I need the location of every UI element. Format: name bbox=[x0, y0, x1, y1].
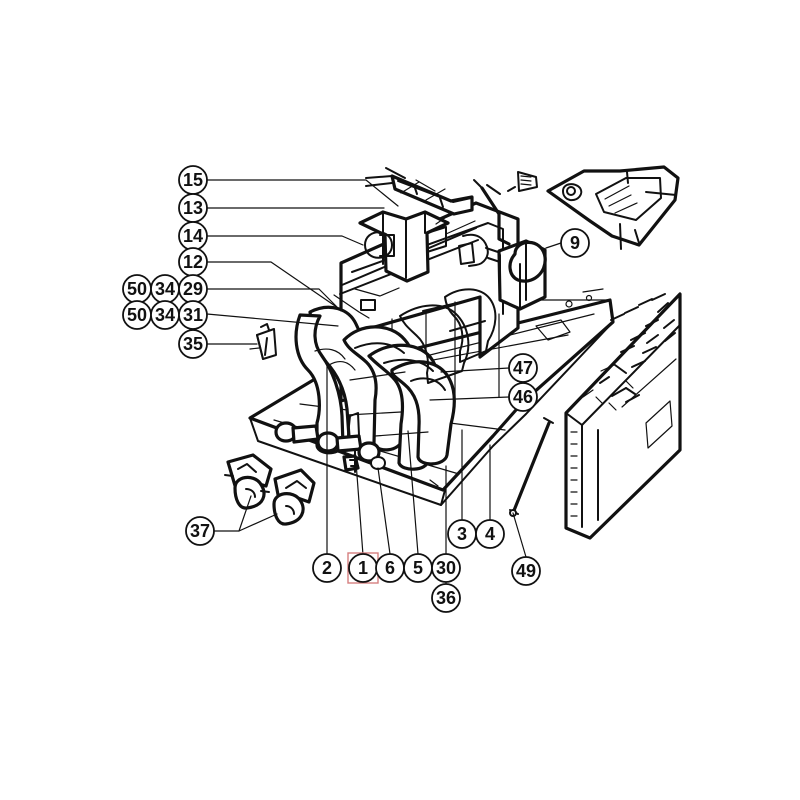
callout-12[interactable]: 12 bbox=[178, 247, 208, 277]
callout-29[interactable]: 29 bbox=[178, 274, 208, 304]
callout-13[interactable]: 13 bbox=[178, 193, 208, 223]
callout-label-12: 12 bbox=[183, 252, 203, 272]
callout-34-upper[interactable]: 34 bbox=[150, 274, 180, 304]
loose-fittings bbox=[224, 323, 316, 526]
leader-lines bbox=[206, 179, 562, 585]
front-valves bbox=[274, 412, 386, 473]
callout-label-5: 5 bbox=[413, 558, 423, 578]
callout-15[interactable]: 15 bbox=[178, 165, 208, 195]
callout-49[interactable]: 49 bbox=[511, 556, 541, 586]
callout-14[interactable]: 14 bbox=[178, 221, 208, 251]
callout-label-46: 46 bbox=[513, 387, 533, 407]
callout-label-50-upper: 50 bbox=[127, 279, 147, 299]
callout-46[interactable]: 46 bbox=[508, 382, 538, 412]
callout-47[interactable]: 47 bbox=[508, 353, 538, 383]
callout-label-30: 30 bbox=[436, 558, 456, 578]
callout-2[interactable]: 2 bbox=[312, 553, 342, 583]
callout-34-lower[interactable]: 34 bbox=[150, 300, 180, 330]
callout-label-31: 31 bbox=[183, 305, 203, 325]
callout-4[interactable]: 4 bbox=[475, 519, 505, 549]
top-bracket bbox=[365, 167, 474, 216]
callout-label-6: 6 bbox=[385, 558, 395, 578]
callout-36[interactable]: 36 bbox=[431, 583, 461, 613]
top-control-block bbox=[333, 210, 476, 319]
callout-label-15: 15 bbox=[183, 170, 203, 190]
callout-50-lower[interactable]: 50 bbox=[122, 300, 152, 330]
callout-30[interactable]: 30 bbox=[431, 553, 461, 583]
callout-label-47: 47 bbox=[513, 358, 533, 378]
callout-3[interactable]: 3 bbox=[447, 519, 477, 549]
callout-label-36: 36 bbox=[436, 588, 456, 608]
side-cover-panel bbox=[564, 292, 682, 540]
callout-label-14: 14 bbox=[183, 226, 203, 246]
callout-label-4: 4 bbox=[485, 524, 495, 544]
callout-label-50-lower: 50 bbox=[127, 305, 147, 325]
callout-label-29: 29 bbox=[183, 279, 203, 299]
callout-label-34-lower: 34 bbox=[155, 305, 175, 325]
callout-label-1: 1 bbox=[358, 558, 368, 578]
callout-label-49: 49 bbox=[516, 561, 536, 581]
callout-label-3: 3 bbox=[457, 524, 467, 544]
callout-label-2: 2 bbox=[322, 558, 332, 578]
callout-50-upper[interactable]: 50 bbox=[122, 274, 152, 304]
top-right-plate bbox=[546, 165, 680, 250]
callout-label-34-upper: 34 bbox=[155, 279, 175, 299]
long-rod bbox=[509, 417, 554, 517]
callout-31[interactable]: 31 bbox=[178, 300, 208, 330]
callout-1[interactable]: 1 bbox=[347, 552, 379, 584]
pump-motor bbox=[458, 171, 547, 311]
callout-35[interactable]: 35 bbox=[178, 329, 208, 359]
central-pipework bbox=[294, 288, 497, 471]
callout-37[interactable]: 37 bbox=[185, 516, 215, 546]
callout-9[interactable]: 9 bbox=[560, 228, 590, 258]
callout-5[interactable]: 5 bbox=[403, 553, 433, 583]
callout-label-37: 37 bbox=[190, 521, 210, 541]
callout-label-35: 35 bbox=[183, 334, 203, 354]
callout-label-9: 9 bbox=[570, 233, 580, 253]
callout-label-13: 13 bbox=[183, 198, 203, 218]
callout-6[interactable]: 6 bbox=[375, 553, 405, 583]
